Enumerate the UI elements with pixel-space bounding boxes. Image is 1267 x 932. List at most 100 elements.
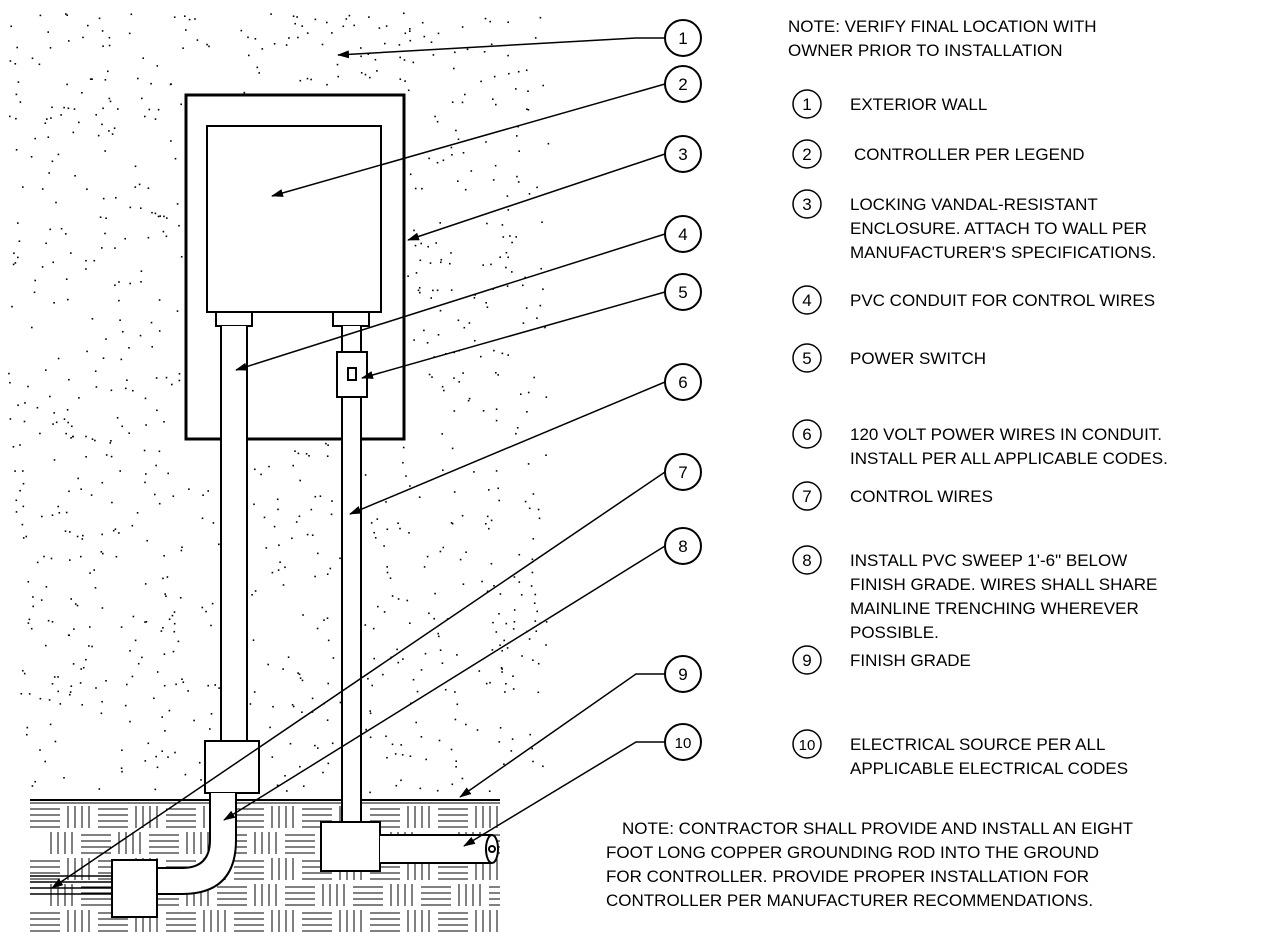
legend-bubble-4 xyxy=(792,285,822,315)
leader-line-5 xyxy=(361,291,666,379)
legend-number-8: 8 xyxy=(802,551,811,570)
control-wires xyxy=(30,875,112,895)
legend-item-10: 10 ELECTRICAL SOURCE PER ALL APPLICABLE EL… xyxy=(792,729,1128,778)
legend-number-5: 5 xyxy=(802,349,811,368)
callout-bubbles: 1 2 3 4 5 6 7 8 9 10 xyxy=(664,19,702,761)
leader-line-3 xyxy=(407,153,666,241)
callout-bubble-9 xyxy=(664,655,702,693)
note-bottom-line-3: FOR CONTROLLER. PROVIDE PROPER INSTALLAT… xyxy=(606,867,1089,886)
controller-box xyxy=(206,125,382,313)
legend-text-8-line-1: INSTALL PVC SWEEP 1'-6" BELOW xyxy=(850,551,1127,570)
legend-bubble-5 xyxy=(792,343,822,373)
leader-line-1 xyxy=(337,37,665,59)
legend-text-8-line-3: MAINLINE TRENCHING WHEREVER xyxy=(850,599,1139,618)
legend-text-6-line-2: INSTALL PER ALL APPLICABLE CODES. xyxy=(850,449,1168,468)
callout-bubble-number-5: 5 xyxy=(678,283,687,302)
legend-item-1: 1 EXTERIOR WALL xyxy=(792,89,987,119)
note-bottom: NOTE: CONTRACTOR SHALL PROVIDE AND INSTA… xyxy=(606,819,1133,910)
legend-item-7: 7 CONTROL WIRES xyxy=(792,481,993,511)
leader-line-2 xyxy=(271,83,666,197)
legend-text-9-line-1: FINISH GRADE xyxy=(850,651,971,670)
legend-text-2-line-1: CONTROLLER PER LEGEND xyxy=(854,145,1085,164)
leader-line-6 xyxy=(349,381,666,515)
note-bottom-line-4: CONTROLLER PER MANUFACTURER RECOMMENDATI… xyxy=(606,891,1093,910)
legend-item-9: 9 FINISH GRADE xyxy=(792,645,971,675)
legend-item-4: 4 PVC CONDUIT FOR CONTROL WIRES xyxy=(792,285,1155,315)
callout-bubble-10 xyxy=(664,723,702,761)
legend-text-8-line-4: POSSIBLE. xyxy=(850,623,939,642)
callout-bubble-7 xyxy=(664,453,702,491)
legend-number-9: 9 xyxy=(802,651,811,670)
leader-line-7 xyxy=(51,471,666,889)
callout-leaders xyxy=(51,37,666,889)
legend-number-2: 2 xyxy=(802,145,811,164)
legend-number-3: 3 xyxy=(802,195,811,214)
leader-line-9 xyxy=(459,673,665,798)
legend-bubble-8 xyxy=(792,545,822,575)
callout-bubble-6 xyxy=(664,363,702,401)
legend-text-3-line-1: LOCKING VANDAL-RESISTANT xyxy=(850,195,1098,214)
callout-legend: 1 EXTERIOR WALL 2 CONTROLLER PER LEGEND 3 LOC… xyxy=(792,89,1168,778)
control-wire-conduit xyxy=(204,311,260,794)
legend-text-6-line-1: 120 VOLT POWER WIRES IN CONDUIT. xyxy=(850,425,1162,444)
legend-bubble-1 xyxy=(792,89,822,119)
callout-bubble-2 xyxy=(664,65,702,103)
callout-bubble-3 xyxy=(664,135,702,173)
callout-bubble-number-1: 1 xyxy=(678,29,687,48)
legend-bubble-7 xyxy=(792,481,822,511)
callout-bubble-8 xyxy=(664,527,702,565)
legend-item-6: 6 120 VOLT POWER WIRES IN CONDUIT. INSTALL… xyxy=(792,419,1168,468)
callout-bubble-number-6: 6 xyxy=(678,373,687,392)
note-bottom-line-1: NOTE: CONTRACTOR SHALL PROVIDE AND INSTA… xyxy=(622,819,1133,838)
callout-bubble-number-7: 7 xyxy=(678,463,687,482)
legend-item-3: 3 LOCKING VANDAL-RESISTANT ENCLOSURE. ATTA… xyxy=(792,189,1156,262)
note-top-line-2: OWNER PRIOR TO INSTALLATION xyxy=(788,41,1063,60)
callout-bubble-number-4: 4 xyxy=(678,225,687,244)
note-top-line-1: NOTE: VERIFY FINAL LOCATION WITH xyxy=(788,17,1097,36)
legend-text-3-line-3: MANUFACTURER'S SPECIFICATIONS. xyxy=(850,243,1156,262)
legend-text-8-line-2: FINISH GRADE. WIRES SHALL SHARE xyxy=(850,575,1157,594)
callout-bubble-1 xyxy=(664,19,702,57)
finish-grade-line xyxy=(30,799,500,804)
legend-bubble-10 xyxy=(792,729,822,759)
legend-text-10-line-1: ELECTRICAL SOURCE PER ALL xyxy=(850,735,1105,754)
power-conduit xyxy=(320,311,381,872)
leader-line-8 xyxy=(223,545,666,821)
note-top: NOTE: VERIFY FINAL LOCATION WITH OWNER P… xyxy=(788,17,1097,60)
legend-bubble-6 xyxy=(792,419,822,449)
legend-text-5-line-1: POWER SWITCH xyxy=(850,349,986,368)
leader-line-4 xyxy=(235,233,666,371)
legend-text-3-line-2: ENCLOSURE. ATTACH TO WALL PER xyxy=(850,219,1147,238)
legend-number-10: 10 xyxy=(799,737,816,754)
note-bottom-line-2: FOOT LONG COPPER GROUNDING ROD INTO THE … xyxy=(606,843,1099,862)
callout-bubble-number-8: 8 xyxy=(678,537,687,556)
wall-stipple-texture xyxy=(8,12,550,794)
legend-number-1: 1 xyxy=(802,95,811,114)
callout-bubble-number-10: 10 xyxy=(675,735,692,752)
legend-text-10-line-2: APPLICABLE ELECTRICAL CODES xyxy=(850,759,1128,778)
callout-bubble-4 xyxy=(664,215,702,253)
legend-item-2: 2 CONTROLLER PER LEGEND xyxy=(792,139,1085,169)
legend-bubble-3 xyxy=(792,189,822,219)
legend-text-4-line-1: PVC CONDUIT FOR CONTROL WIRES xyxy=(850,291,1155,310)
legend-text-7-line-1: CONTROL WIRES xyxy=(850,487,993,506)
legend-item-5: 5 POWER SWITCH xyxy=(792,343,986,373)
electrical-source-pipe xyxy=(380,834,499,864)
soil-hatch xyxy=(30,806,500,932)
callout-bubble-number-3: 3 xyxy=(678,145,687,164)
callout-bubble-number-9: 9 xyxy=(678,665,687,684)
legend-number-4: 4 xyxy=(802,291,811,310)
legend-bubble-9 xyxy=(792,645,822,675)
callout-bubble-5 xyxy=(664,273,702,311)
legend-number-7: 7 xyxy=(802,487,811,506)
power-switch xyxy=(336,351,368,398)
legend-item-8: 8 INSTALL PVC SWEEP 1'-6" BELOW FINISH GRA… xyxy=(792,545,1157,642)
leader-line-10 xyxy=(463,741,665,847)
callout-bubble-number-2: 2 xyxy=(678,75,687,94)
pvc-sweep xyxy=(111,793,237,918)
legend-number-6: 6 xyxy=(802,425,811,444)
legend-bubble-2 xyxy=(792,139,822,169)
legend-text-1-line-1: EXTERIOR WALL xyxy=(850,95,987,114)
